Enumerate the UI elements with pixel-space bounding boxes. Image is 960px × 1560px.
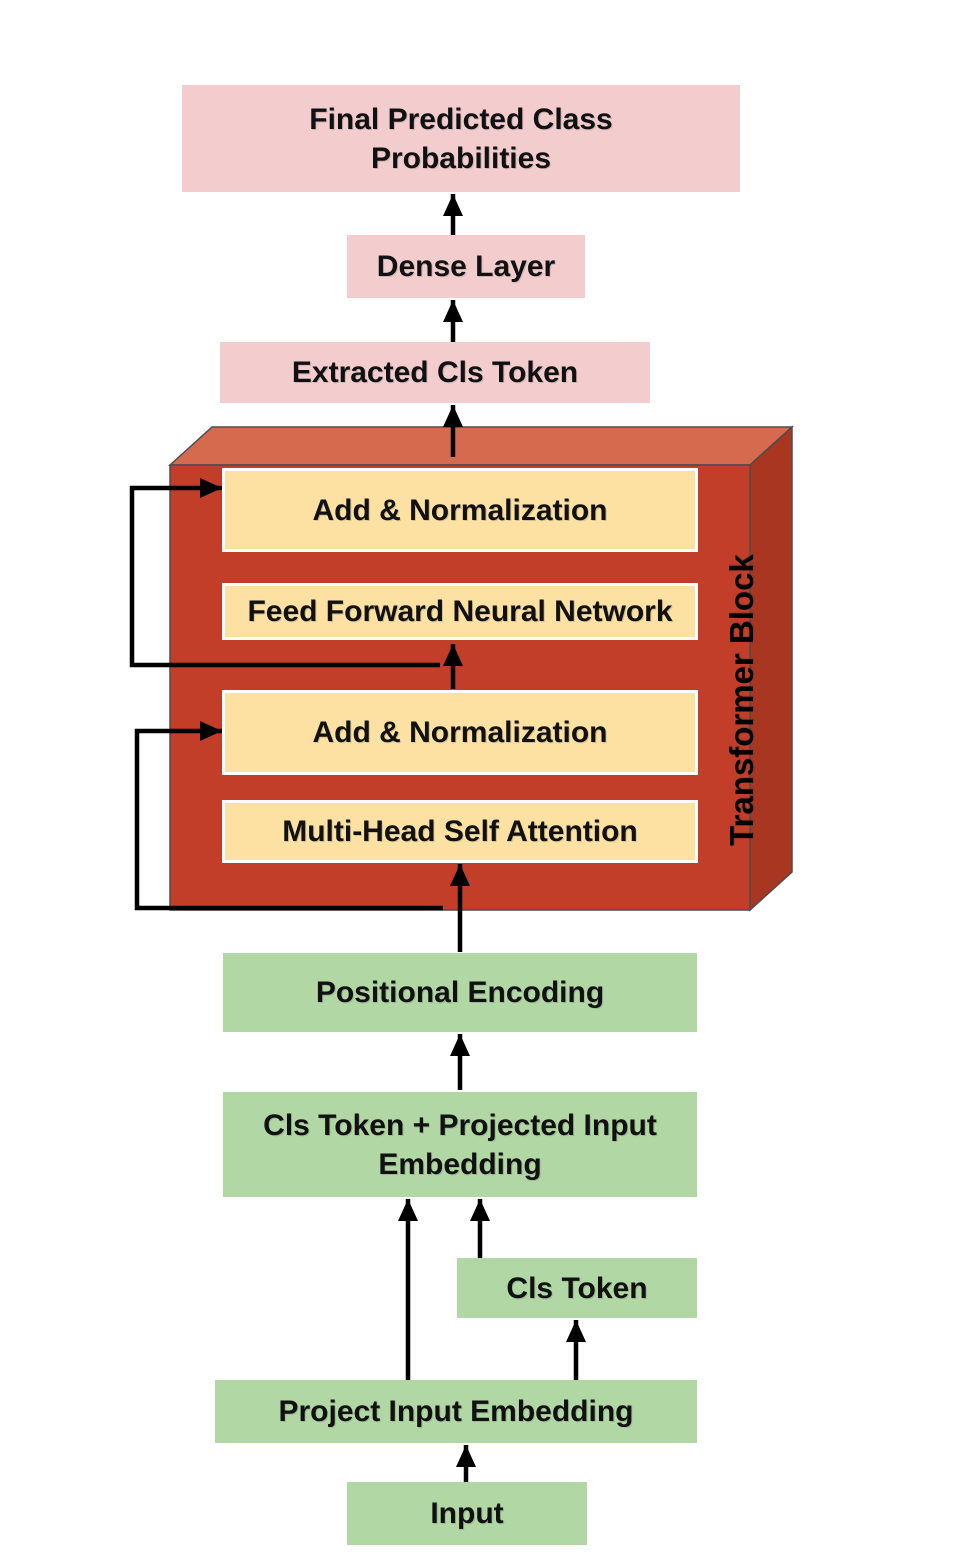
box-feed-forward-neural-network: Feed Forward Neural Network xyxy=(222,583,698,640)
box-final-predicted-class-probabilities: Final Predicted Class Probabilities xyxy=(182,85,740,192)
transformer-block-title: Transformer Block xyxy=(723,554,760,846)
box-input: Input xyxy=(347,1482,587,1545)
transformer-block-top-face xyxy=(168,426,794,466)
box-add-normalization-top: Add & Normalization xyxy=(222,468,698,552)
box-extracted-cls-token: Extracted Cls Token xyxy=(220,342,650,403)
box-project-input-embedding: Project Input Embedding xyxy=(215,1380,697,1443)
box-positional-encoding: Positional Encoding xyxy=(223,953,697,1032)
box-cls-token: Cls Token xyxy=(457,1258,697,1318)
skip-connection-input-to-addnorm2 xyxy=(134,721,443,911)
box-multi-head-self-attention: Multi-Head Self Attention xyxy=(222,800,698,863)
box-add-normalization-bottom: Add & Normalization xyxy=(222,690,698,775)
box-cls-token-plus-projected-input-embedding: Cls Token + Projected Input Embedding xyxy=(223,1092,697,1197)
box-dense-layer: Dense Layer xyxy=(347,235,585,298)
skip-connection-ffnn-to-addnorm1 xyxy=(129,478,440,668)
